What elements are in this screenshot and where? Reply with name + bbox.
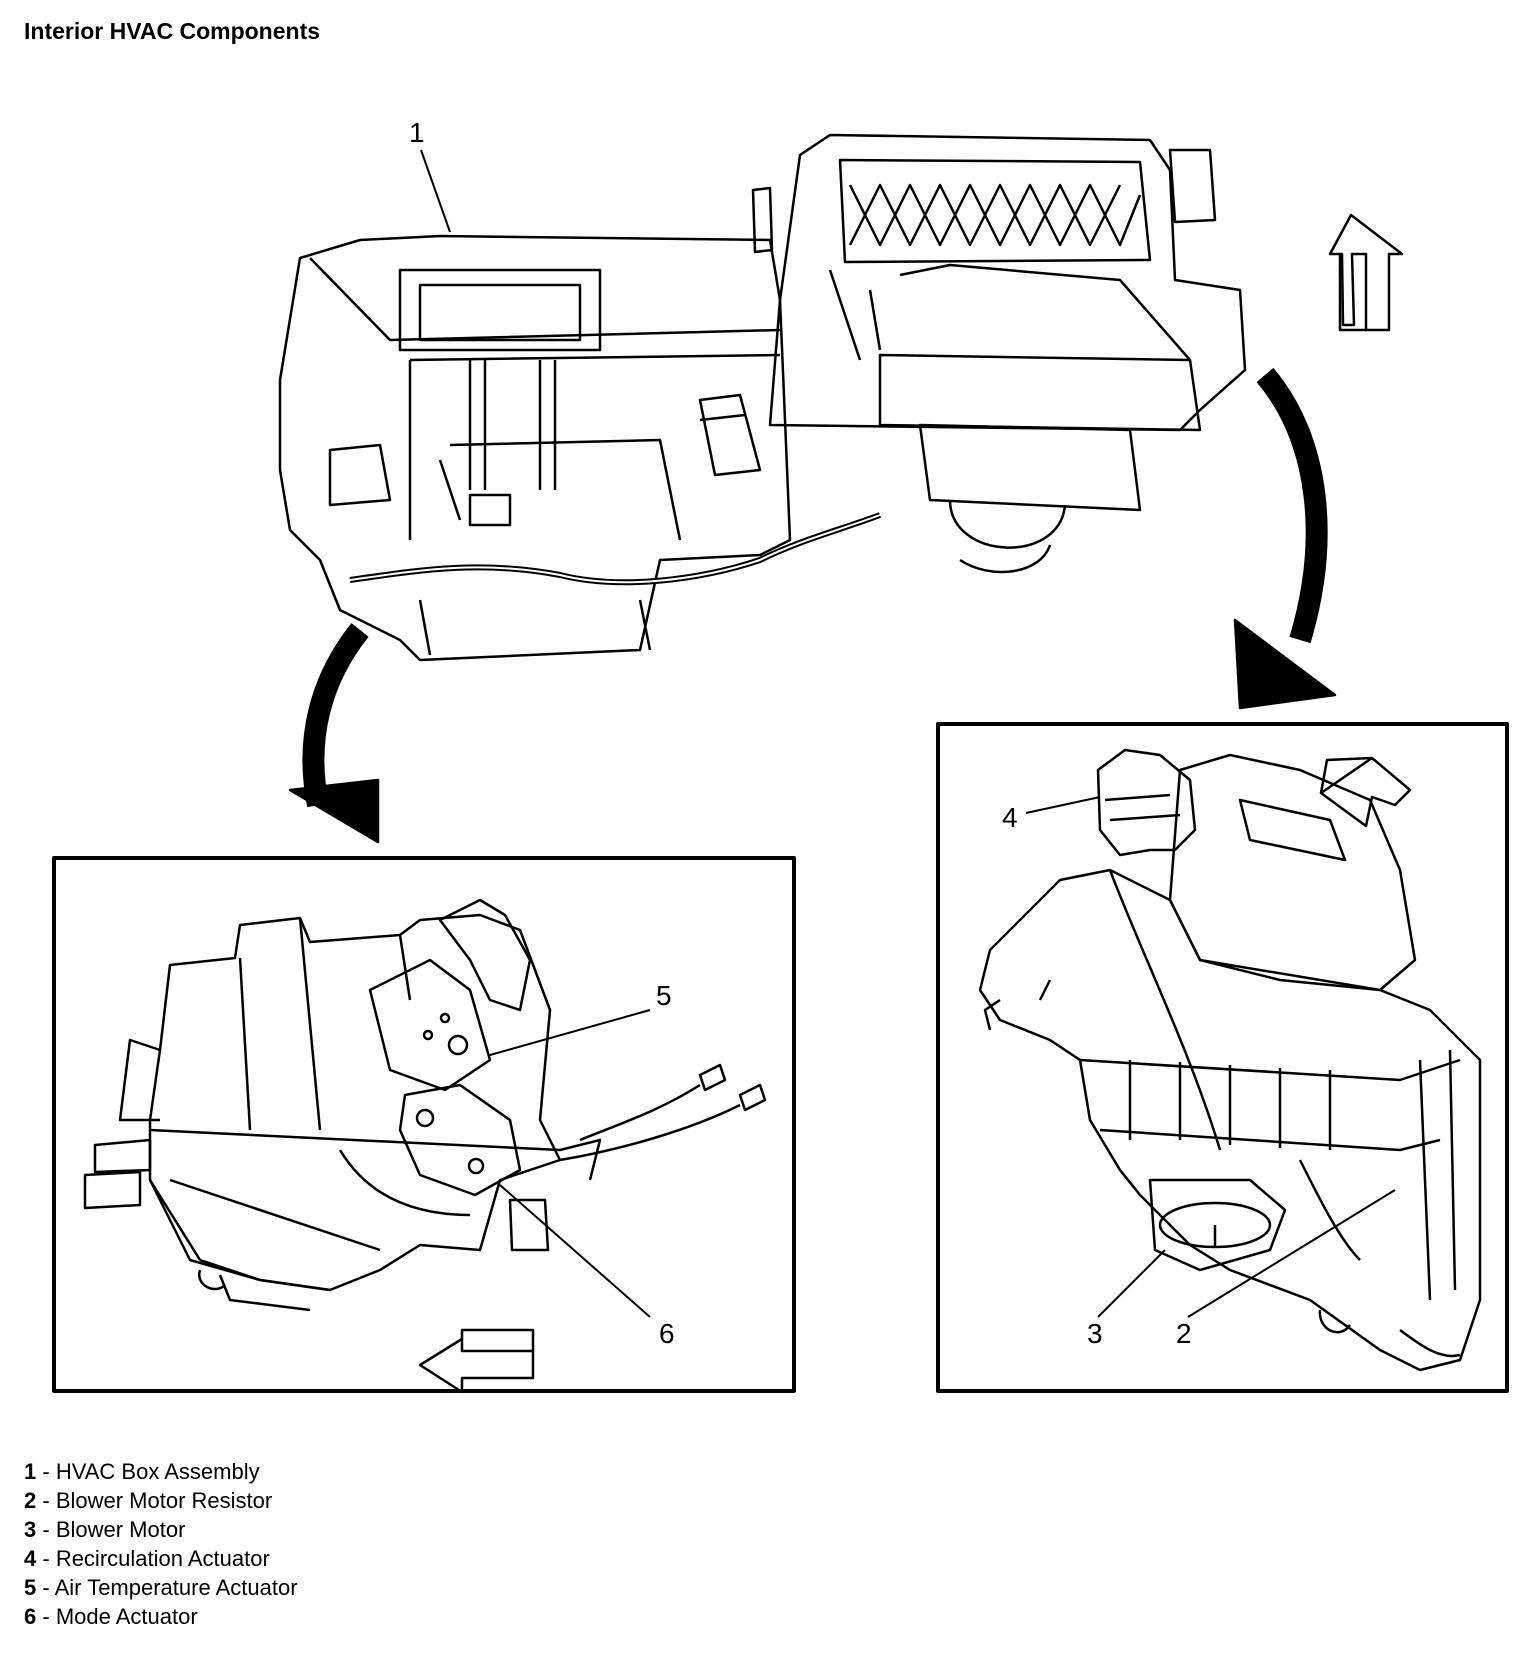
- legend: 1 - HVAC Box Assembly 2 - Blower Motor R…: [24, 1457, 298, 1631]
- inset-right: [936, 722, 1509, 1393]
- inset-left: [52, 856, 796, 1393]
- callout-2: 2: [1176, 1318, 1192, 1349]
- callout-3: 3: [1087, 1318, 1103, 1349]
- callout-1: 1: [409, 117, 425, 148]
- callout-5: 5: [656, 980, 672, 1011]
- legend-item: 4 - Recirculation Actuator: [24, 1546, 270, 1571]
- callout-4: 4: [1002, 802, 1018, 833]
- legend-item: 5 - Air Temperature Actuator: [24, 1575, 298, 1600]
- legend-item: 1 - HVAC Box Assembly: [24, 1459, 260, 1484]
- hvac-diagram: 1 5 6 4 3 2: [52, 117, 1509, 1394]
- mode-and-air-temp-actuators-view: [83, 898, 767, 1312]
- curved-arrow-icon: [1233, 367, 1337, 710]
- legend-item: 3 - Blower Motor: [24, 1517, 186, 1542]
- curved-arrow-icon: [288, 623, 380, 844]
- blower-and-recirculation-view: [978, 748, 1482, 1372]
- legend-item: 2 - Blower Motor Resistor: [24, 1488, 273, 1513]
- callout-6: 6: [659, 1318, 675, 1349]
- page-title: Interior HVAC Components: [24, 18, 321, 44]
- arrow-left-icon: [418, 1337, 535, 1394]
- legend-item: 6 - Mode Actuator: [24, 1604, 198, 1629]
- hvac-box-assembly: [278, 133, 1247, 662]
- arrow-right-icon: [1319, 756, 1412, 828]
